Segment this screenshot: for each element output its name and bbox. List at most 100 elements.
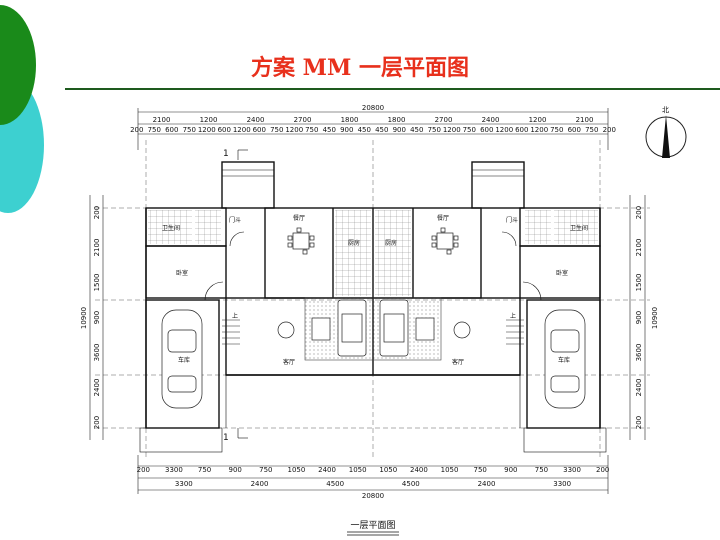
left-dims-label: 200 <box>93 416 101 429</box>
stair-mark-bottom: 1 <box>223 433 229 443</box>
top-row1-label: 2700 <box>435 116 453 124</box>
room-bed-right: 卧室 <box>556 269 568 277</box>
dimension-lines <box>89 108 646 494</box>
page-title: 方案 MM 一层平面图 <box>250 55 470 81</box>
top-row2-label: 900 <box>340 126 353 134</box>
right-dims-label: 2100 <box>635 239 643 257</box>
room-kitchen-left: 厨房 <box>348 239 360 247</box>
bottom-row1-label: 1050 <box>379 466 397 474</box>
room-dining-left: 餐厅 <box>293 214 305 222</box>
top-row2-label: 450 <box>358 126 371 134</box>
right-dims-label: 200 <box>635 416 643 429</box>
bottom-row2-label: 2400 <box>478 480 496 488</box>
top-row1-label: 2100 <box>153 116 171 124</box>
bottom-row2-label: 3300 <box>553 480 571 488</box>
top-row2-label: 1200 <box>530 126 548 134</box>
bottom-row1-label: 750 <box>474 466 487 474</box>
top-row2-label: 750 <box>585 126 598 134</box>
top-row2-label: 600 <box>480 126 493 134</box>
top-row2-label: 450 <box>410 126 423 134</box>
left-dims-label: 2100 <box>93 239 101 257</box>
stair-up-right: 上 <box>510 312 516 320</box>
dim-bottom-overall: 20800 <box>362 492 384 500</box>
left-dims-label: 200 <box>93 206 101 219</box>
bottom-row1-label: 3300 <box>563 466 581 474</box>
bottom-row1-label: 2400 <box>318 466 336 474</box>
bottom-row1-label: 750 <box>535 466 548 474</box>
dim-right-overall: 10900 <box>651 307 659 329</box>
top-row2-label: 1200 <box>198 126 216 134</box>
top-row2-label: 750 <box>428 126 441 134</box>
top-row2-label: 600 <box>218 126 231 134</box>
dim-left-overall: 10900 <box>80 307 88 329</box>
top-row1-label: 1200 <box>529 116 547 124</box>
bottom-row2-label: 3300 <box>175 480 193 488</box>
room-hall-right: 门斗 <box>506 216 518 224</box>
room-garage-left: 车库 <box>178 356 190 364</box>
left-dims-label: 2400 <box>93 379 101 397</box>
bottom-row1-label: 750 <box>198 466 211 474</box>
bottom-row1-label: 1050 <box>349 466 367 474</box>
top-row2-label: 200 <box>603 126 616 134</box>
bottom-row2-label: 4500 <box>402 480 420 488</box>
top-row1-label: 1800 <box>388 116 406 124</box>
room-labels: 卫生间 门斗 卧室 餐厅 厨房 厨房 餐厅 门斗 卫生间 卧室 车库 车库 客厅… <box>162 214 588 366</box>
bottom-row2-label: 4500 <box>326 480 344 488</box>
plan-caption: 一层平面图 <box>350 520 395 531</box>
inner-lines <box>139 149 607 453</box>
room-garage-right: 车库 <box>558 356 570 364</box>
right-dims-label: 1500 <box>635 274 643 292</box>
top-row1-label: 2700 <box>294 116 312 124</box>
left-dims-label: 3600 <box>93 344 101 362</box>
bottom-row1-label: 200 <box>596 466 609 474</box>
top-row1-label: 1800 <box>341 116 359 124</box>
dining-table-right <box>436 232 454 250</box>
top-row2-label: 900 <box>393 126 406 134</box>
title-rule <box>65 88 720 90</box>
dining-table-left <box>292 232 310 250</box>
top-row1-label: 2100 <box>576 116 594 124</box>
bottom-row1-label: 2400 <box>410 466 428 474</box>
top-row2-label: 600 <box>253 126 266 134</box>
top-row2-label: 600 <box>568 126 581 134</box>
stair-up-left: 上 <box>232 312 238 320</box>
top-row2-label: 750 <box>183 126 196 134</box>
left-dims-label: 900 <box>93 311 101 324</box>
bottom-row1-label: 900 <box>504 466 517 474</box>
top-row2-label: 750 <box>463 126 476 134</box>
top-row2-label: 1200 <box>285 126 303 134</box>
room-kitchen-right: 厨房 <box>385 239 397 247</box>
right-dims-label: 900 <box>635 311 643 324</box>
bottom-row1-label: 900 <box>229 466 242 474</box>
top-row2-label: 200 <box>130 126 143 134</box>
room-hall-left: 门斗 <box>229 216 241 224</box>
bottom-row1-label: 200 <box>137 466 150 474</box>
left-dims-label: 1500 <box>93 274 101 292</box>
top-row2-label: 1200 <box>443 126 461 134</box>
dim-top-overall: 20800 <box>362 104 384 112</box>
bottom-row1-label: 1050 <box>441 466 459 474</box>
furniture <box>161 227 586 409</box>
top-row1-label: 1200 <box>200 116 218 124</box>
bottom-row2-label: 2400 <box>251 480 269 488</box>
north-arrow-icon <box>645 115 687 158</box>
top-row2-label: 450 <box>375 126 388 134</box>
top-row1-label: 2400 <box>482 116 500 124</box>
bottom-row1-label: 750 <box>259 466 272 474</box>
top-row2-label: 750 <box>148 126 161 134</box>
room-bath-right: 卫生间 <box>570 224 588 232</box>
top-row2-label: 750 <box>270 126 283 134</box>
room-bath-left: 卫生间 <box>162 224 180 232</box>
stair-mark-top: 1 <box>223 149 229 159</box>
right-dims-label: 200 <box>635 206 643 219</box>
top-row2-label: 1200 <box>233 126 251 134</box>
room-bed-left: 卧室 <box>176 269 188 277</box>
top-row2-label: 450 <box>323 126 336 134</box>
top-row2-label: 750 <box>550 126 563 134</box>
room-living-left: 客厅 <box>283 358 295 366</box>
top-row2-label: 750 <box>305 126 318 134</box>
green-deco-shape <box>0 5 36 125</box>
right-dims-label: 3600 <box>635 344 643 362</box>
